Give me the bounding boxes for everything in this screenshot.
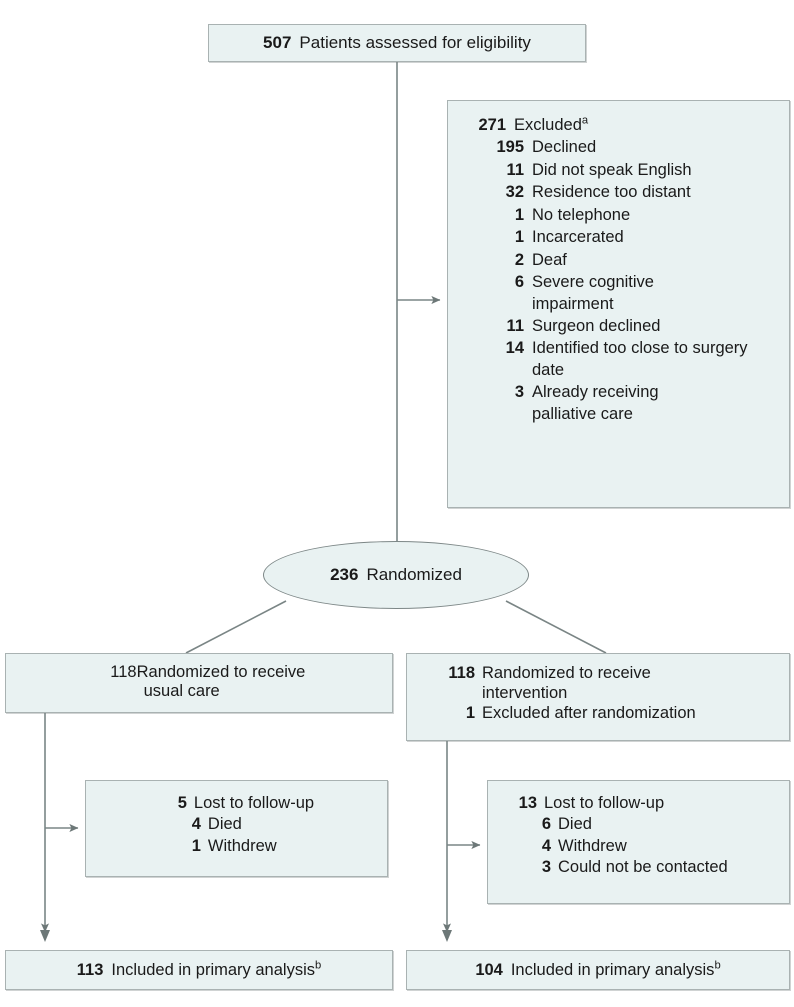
reason-label: Surgeon declined [532,316,661,335]
box-arm-usual-care: 118 Randomized to receive usual care [5,653,393,713]
reason-count: 1 [514,228,524,247]
loss-usual-label: Lost to follow-up [193,794,315,812]
excluded-reason-row: 6 Severe cognitive impairment [462,272,781,315]
box-loss-intervention: 13 Lost to follow-up 6 Died 4 Withdrew 3… [487,780,790,904]
excluded-after-randomization-label: Excluded after randomization [482,704,696,723]
box-final-usual-care: 113 Included in primary analysisb [5,950,393,990]
reason-count: 4 [191,815,201,834]
loss-usual-total-row: 5 Lost to follow-up [159,793,314,814]
arm-intervention-count: 118 [448,664,475,682]
randomized-label: Randomized [366,565,462,584]
excluded-reason-row: 32 Residence too distant [462,182,781,203]
excluded-reason-row: 11 Surgeon declined [462,316,781,337]
arm-intervention-label-line1: Randomized to receive [482,664,651,682]
excluded-after-randomization-count: 1 [465,704,475,723]
ellipse-randomized: 236 Randomized [263,541,529,609]
reason-label: Died [207,815,242,834]
reason-count: 6 [541,815,551,834]
arm-usual-label-line2: usual care [143,682,220,700]
arm-intervention-line1: 118 Randomized to receive [431,663,781,684]
reason-count: 32 [505,183,524,202]
reason-label: Already receiving palliative care [532,383,659,423]
reason-label: Withdrew [558,836,627,855]
reason-label: Incarcerated [532,228,624,247]
reason-count: 3 [514,383,524,402]
loss-intervention-reason-row: 6 Died [504,814,779,835]
reason-count: 11 [506,160,524,179]
excluded-reason-row: 14 Identified too close to surgery date [462,338,781,381]
reason-count: 11 [506,316,524,335]
arrowhead-usual-final [40,930,50,942]
excluded-reason-row: 195 Declined [462,137,781,158]
excluded-footnote-marker: a [581,114,589,127]
reason-label: Severe cognitive impairment [532,273,654,313]
reason-count: 3 [541,858,551,877]
eligibility-label: Patients assessed for eligibility [299,33,531,52]
excluded-reason-row: 11 Did not speak English [462,160,781,181]
box-final-intervention: 104 Included in primary analysisb [406,950,790,990]
loss-usual-reason-row: 1 Withdrew [159,836,314,857]
reason-label: Could not be contacted [558,858,728,877]
final-usual-count: 113 [76,960,104,979]
box-arm-intervention: 118 Randomized to receive intervention 1… [406,653,790,741]
final-usual-label: Included in primary analysisb [111,959,322,979]
loss-intervention-count: 13 [518,794,537,812]
reason-label: No telephone [532,205,631,224]
excluded-reason-row: 1 Incarcerated [462,227,781,248]
reason-count: 195 [496,138,524,157]
randomized-count: 236 [330,565,359,584]
excluded-label: Excludeda [514,114,589,134]
arrowhead-intervention-final [442,930,452,942]
excluded-reason-row: 2 Deaf [462,250,781,271]
reason-label: Withdrew [207,836,277,855]
reason-count: 6 [514,273,524,292]
arm-usual-label-line1: Randomized to receive [136,663,306,681]
reason-count: 1 [514,205,524,224]
reason-label: Identified too close to surgery date [532,339,748,379]
loss-intervention-reason-row: 3 Could not be contacted [504,857,779,878]
loss-usual-count: 5 [177,794,187,812]
eligibility-count: 507 [263,33,292,52]
arm-usual-count: 118 [110,663,137,681]
box-loss-usual-care: 5 Lost to follow-up 4 Died 1 Withdrew [85,780,388,877]
excluded-reason-row: 3 Already receiving palliative care [462,382,781,425]
final-usual-footnote-marker: b [314,959,322,971]
arm-intervention-excluded-row: 1 Excluded after randomization [431,703,781,724]
final-intervention-footnote-marker: b [714,959,721,971]
reason-label: Did not speak English [532,160,692,179]
final-intervention-count: 104 [475,960,503,979]
arm-intervention-label-line2: intervention [482,684,568,703]
reason-count: 14 [505,339,524,358]
reason-count: 2 [514,250,524,269]
reason-label: Died [558,815,592,834]
reason-count: 1 [191,836,201,855]
loss-intervention-label: Lost to follow-up [544,794,665,812]
loss-usual-reason-row: 4 Died [159,814,314,835]
loss-intervention-reason-row: 4 Withdrew [504,836,779,857]
box-patients-assessed: 507 Patients assessed for eligibility [208,24,586,62]
arm-usual-line1: 118 Randomized to receive [93,663,306,682]
excluded-count: 271 [478,116,506,134]
loss-intervention-total-row: 13 Lost to follow-up [504,793,779,814]
reason-label: Declined [532,138,597,157]
excluded-total-row: 271 Excludeda [462,115,781,136]
reason-label: Deaf [532,250,567,269]
line-randomized-to-intervention [505,600,607,654]
line-randomized-to-usual [185,600,287,654]
reason-label: Residence too distant [532,183,691,202]
reason-count: 4 [541,836,551,855]
box-excluded: 271 Excludeda 195 Declined 11 Did not sp… [447,100,790,508]
final-intervention-label: Included in primary analysisb [510,959,721,979]
excluded-reason-row: 1 No telephone [462,205,781,226]
